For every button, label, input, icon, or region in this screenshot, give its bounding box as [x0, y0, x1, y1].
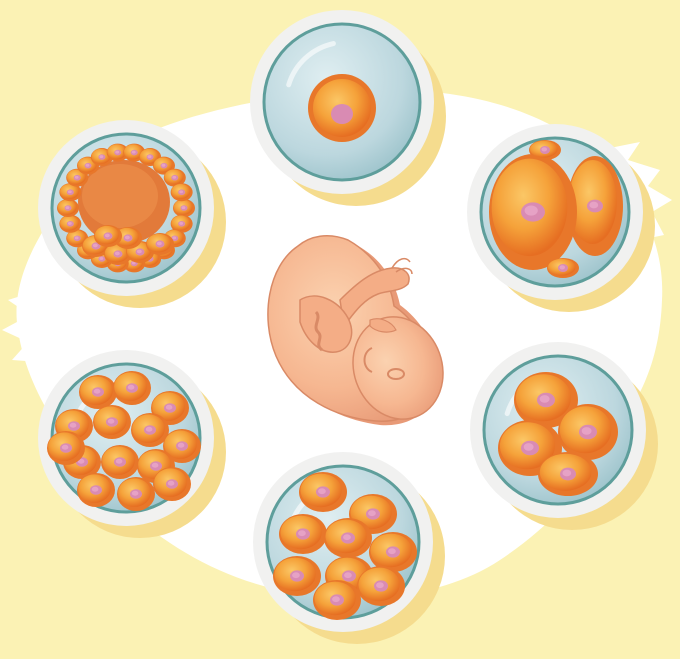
cell	[153, 467, 191, 501]
nucleus-core	[178, 443, 185, 448]
nucleus-core	[332, 596, 340, 602]
blastocoel-highlight	[82, 164, 158, 228]
cell	[101, 445, 139, 479]
nucleus-core	[343, 534, 351, 540]
polar-body	[547, 258, 579, 278]
nucleus-core	[146, 427, 153, 432]
nucleus-core	[68, 190, 72, 193]
cell	[93, 405, 131, 439]
cell	[77, 473, 115, 507]
nucleus-core	[125, 236, 130, 240]
nucleus-core	[560, 265, 566, 269]
nucleus-core	[99, 257, 103, 260]
cell	[113, 371, 151, 405]
cell	[279, 514, 327, 554]
trophoblast-cell	[171, 183, 193, 201]
nucleus-core	[540, 395, 550, 403]
nucleus-core	[105, 234, 110, 238]
nucleus-core	[128, 385, 135, 390]
cell	[117, 477, 155, 511]
nucleus-core	[368, 510, 376, 516]
trophoblast-cell	[173, 199, 195, 217]
nucleus-core	[318, 488, 326, 494]
nucleus-core	[75, 236, 79, 239]
cell	[369, 532, 417, 572]
nucleus-core	[148, 155, 152, 158]
cell	[357, 566, 405, 606]
nucleus-core	[62, 445, 69, 450]
cell	[538, 452, 598, 496]
nucleus-core	[115, 151, 119, 154]
nucleus-core	[68, 222, 72, 225]
cell	[324, 518, 372, 558]
nucleus-core	[179, 222, 183, 225]
nucleus-core	[292, 572, 300, 578]
nucleus-core	[298, 530, 306, 536]
nucleus-core	[162, 164, 166, 167]
nucleus-core	[137, 250, 142, 254]
nucleus-core	[542, 147, 548, 151]
nucleus-core	[132, 151, 136, 154]
nucleus-core	[524, 443, 534, 451]
nucleus-core	[344, 572, 352, 578]
cell	[273, 556, 321, 596]
nucleus-core	[152, 463, 159, 468]
nucleus-core	[172, 236, 176, 239]
nucleus-core	[86, 164, 90, 167]
nucleus-core	[525, 206, 538, 216]
inner-cell-mass-cell	[146, 233, 174, 255]
nucleus	[331, 104, 353, 124]
nucleus-core	[157, 242, 162, 246]
splash-edge	[2, 290, 40, 362]
nucleus-core	[115, 252, 120, 256]
nucleus-core	[99, 155, 103, 158]
inner-cell-mass-cell	[94, 225, 122, 247]
cell	[299, 472, 347, 512]
nucleus-core	[182, 206, 186, 209]
nucleus-core	[132, 491, 139, 496]
nucleus-core	[94, 389, 101, 394]
nucleus-core	[582, 427, 592, 435]
nucleus-core	[168, 481, 175, 486]
nucleus-core	[589, 202, 598, 209]
nucleus-core	[66, 206, 70, 209]
nucleus-core	[172, 176, 176, 179]
nucleus-core	[116, 459, 123, 464]
trophoblast-cell	[59, 215, 81, 233]
nucleus-core	[376, 582, 384, 588]
nucleus-core	[388, 548, 396, 554]
nucleus-core	[562, 470, 571, 477]
cell	[131, 413, 169, 447]
nucleus-core	[179, 190, 183, 193]
trophoblast-cell	[57, 199, 79, 217]
cell	[313, 580, 361, 620]
nucleus-core	[108, 419, 115, 424]
nucleus-core	[93, 244, 98, 248]
cell	[79, 375, 117, 409]
nucleus-core	[92, 487, 99, 492]
cell	[47, 431, 85, 465]
nucleus-core	[166, 405, 173, 410]
nucleus-core	[70, 423, 77, 428]
nucleus-core	[75, 176, 79, 179]
polar-body	[529, 140, 561, 160]
cell	[558, 404, 618, 460]
cell	[489, 154, 577, 270]
